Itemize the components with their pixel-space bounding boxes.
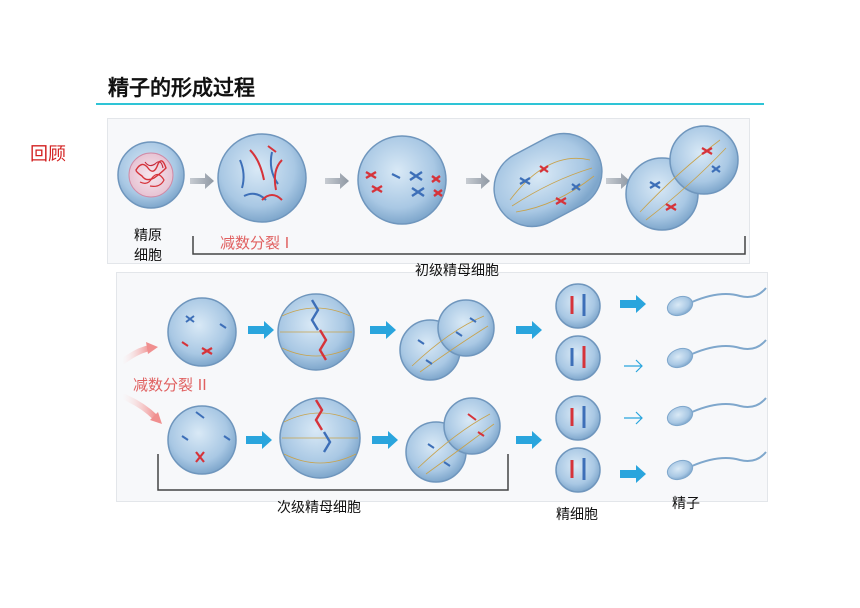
metaphase-2-top bbox=[277, 293, 355, 371]
meiosis-2-label: 减数分裂 II bbox=[133, 376, 207, 394]
anaphase-2-bottom bbox=[405, 397, 501, 483]
arrow-4 bbox=[606, 173, 630, 189]
arrow-1 bbox=[190, 173, 214, 189]
telophase-1-cell bbox=[625, 125, 739, 231]
spermatid-cells bbox=[555, 283, 601, 493]
pink-arrow-top bbox=[120, 345, 151, 365]
sperm-cells bbox=[666, 287, 767, 481]
pink-arrow-bottom bbox=[120, 393, 159, 421]
secondary-spermatocyte-label: 次级精母细胞 bbox=[277, 500, 361, 516]
page-title: 精子的形成过程 bbox=[108, 76, 255, 100]
title-underline bbox=[96, 103, 764, 105]
sperm-label: 精子 bbox=[672, 496, 700, 512]
secondary-spermatocyte-bracket bbox=[157, 454, 509, 491]
review-label: 回顾 bbox=[30, 144, 66, 165]
prophase-1-cell bbox=[217, 133, 307, 223]
spermatid-label: 精细胞 bbox=[556, 507, 598, 523]
metaphase-2-bottom bbox=[279, 397, 361, 479]
spermatogonium-label: 精原 细胞 bbox=[134, 228, 162, 264]
anaphase-2-top bbox=[399, 299, 495, 381]
spermatogonium-cell bbox=[117, 141, 185, 209]
secondary-spermatocyte-top bbox=[167, 297, 237, 367]
arrow-3 bbox=[466, 173, 490, 189]
primary-spermatocyte-label: 初级精母细胞 bbox=[415, 263, 499, 279]
arrow-2 bbox=[325, 173, 349, 189]
primary-spermatocyte-bracket bbox=[192, 236, 746, 255]
meiosis-1-label: 减数分裂 I bbox=[220, 234, 290, 252]
secondary-spermatocyte-bottom bbox=[167, 405, 237, 475]
outline-arrows bbox=[624, 359, 643, 425]
blue-arrows bbox=[246, 295, 646, 483]
anaphase-1-cell bbox=[493, 132, 603, 228]
metaphase-1-cell bbox=[357, 135, 447, 225]
